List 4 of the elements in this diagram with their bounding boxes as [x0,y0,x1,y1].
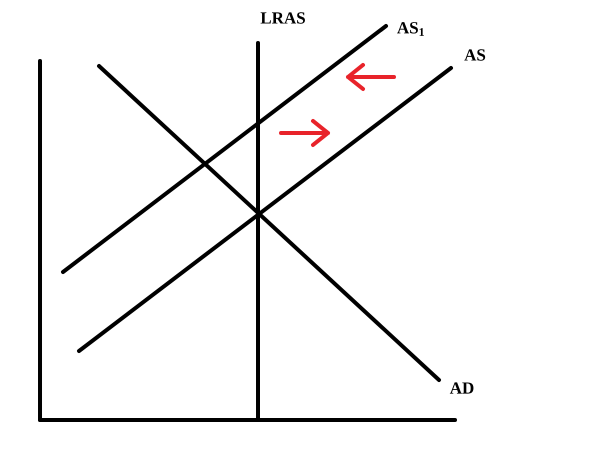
curve-label: LRAS [260,12,305,24]
curve-label: AS$_{1}$ [397,22,424,36]
curve-label: AS [464,49,486,61]
curve-label: AD [450,382,474,394]
